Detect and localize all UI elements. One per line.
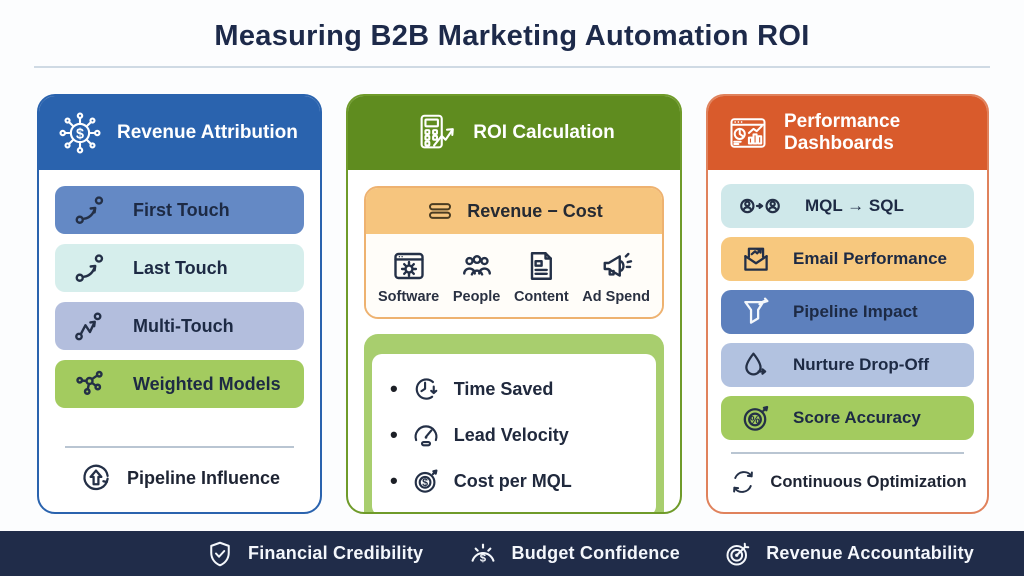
list-item-nurture-drop-off: Nurture Drop-Off bbox=[721, 343, 974, 387]
bullet-icon: • bbox=[390, 376, 398, 401]
column-performance-dashboards: Performance Dashboards bbox=[706, 94, 989, 514]
lead-handoff-icon bbox=[739, 190, 785, 222]
efficiency-metrics-box: • Time Saved • bbox=[364, 334, 664, 512]
bar-item-label: Revenue Accountability bbox=[766, 543, 974, 563]
bar-item-label: Financial Credibility bbox=[248, 543, 424, 563]
revenue-attribution-body: First Touch Last Touch bbox=[39, 170, 320, 512]
list-item-score-accuracy: % Score Accuracy bbox=[721, 396, 974, 440]
list-item-label: Nurture Drop-Off bbox=[793, 355, 929, 374]
droplet-arrow-icon bbox=[739, 348, 773, 382]
dollar-network-icon: $ bbox=[57, 110, 103, 156]
column-revenue-attribution: $ Revenue Attribution bbox=[37, 94, 322, 514]
shield-check-icon bbox=[205, 539, 235, 569]
gauge-dollar-icon: $ bbox=[467, 538, 499, 570]
cost-item-label: Software bbox=[378, 289, 440, 305]
cost-item-software: Software bbox=[378, 248, 439, 305]
list-item-weighted-models: Weighted Models bbox=[55, 360, 304, 408]
people-icon bbox=[459, 248, 495, 284]
speedometer-icon bbox=[410, 419, 442, 451]
list-item-last-touch: Last Touch bbox=[55, 244, 304, 292]
roi-calculation-body: Revenue − Cost bbox=[348, 170, 680, 512]
cost-item-people: People bbox=[452, 248, 501, 305]
list-item-label: Multi-Touch bbox=[133, 315, 234, 336]
efficiency-metrics-card: • Time Saved • bbox=[372, 354, 656, 512]
list-item-multi-touch: Multi-Touch bbox=[55, 302, 304, 350]
roi-calculation-header: ROI Calculation bbox=[348, 96, 680, 170]
email-chart-icon bbox=[739, 242, 773, 276]
divider bbox=[731, 452, 964, 454]
multi-touch-path-icon bbox=[73, 308, 109, 344]
refresh-cycle-icon bbox=[728, 467, 758, 497]
bar-item-label: Budget Confidence bbox=[511, 543, 680, 563]
equals-icon bbox=[425, 196, 455, 226]
list-item-label: First Touch bbox=[133, 199, 230, 220]
metric-lead-velocity: • Lead Velocity bbox=[390, 419, 638, 451]
list-item-label: Weighted Models bbox=[133, 373, 281, 394]
bottom-bar: Financial Credibility $ Budget Confidenc… bbox=[0, 531, 1024, 576]
dashboard-window-icon bbox=[726, 111, 770, 155]
revenue-attribution-header: $ Revenue Attribution bbox=[39, 96, 320, 170]
list-item-label: Last Touch bbox=[133, 257, 228, 278]
divider bbox=[65, 446, 294, 448]
metric-label: Cost per MQL bbox=[453, 470, 572, 491]
funnel-icon bbox=[739, 295, 773, 329]
list-item-first-touch: First Touch bbox=[55, 186, 304, 234]
pipeline-influence-item: Pipeline Influence bbox=[55, 448, 304, 500]
first-touch-path-icon bbox=[73, 192, 109, 228]
last-touch-path-icon bbox=[73, 250, 109, 286]
clock-arrow-icon bbox=[410, 373, 442, 405]
svg-text:$: $ bbox=[76, 126, 84, 142]
target-arrow-icon bbox=[723, 539, 753, 569]
list-item-label: Email Performance bbox=[793, 249, 948, 268]
footer-item-label: Continuous Optimization bbox=[770, 472, 967, 491]
revenue-minus-cost-box: Revenue − Cost bbox=[364, 186, 664, 319]
software-window-gear-icon bbox=[391, 248, 427, 284]
list-item-label: MQL → SQL bbox=[805, 196, 904, 215]
cost-item-label: Content bbox=[513, 289, 569, 305]
revenue-minus-cost-band: Revenue − Cost bbox=[366, 188, 662, 234]
cost-item-content: Content bbox=[514, 248, 569, 305]
header-label: Revenue Attribution bbox=[117, 122, 298, 144]
column-roi-calculation: ROI Calculation Revenue − Cost bbox=[346, 94, 682, 514]
cost-item-ad-spend: Ad Spend bbox=[582, 248, 650, 305]
cost-item-label: Ad Spend bbox=[582, 289, 650, 305]
svg-text:%: % bbox=[750, 414, 760, 426]
formula-label: Revenue − Cost bbox=[467, 200, 603, 221]
metric-label: Lead Velocity bbox=[453, 424, 569, 445]
bullet-icon: • bbox=[390, 422, 398, 447]
arrow-up-circle-icon bbox=[79, 461, 113, 495]
performance-dashboards-header: Performance Dashboards bbox=[708, 96, 987, 170]
header-label: ROI Calculation bbox=[473, 122, 615, 144]
cost-items-row: Software People bbox=[366, 234, 662, 317]
metric-label: Time Saved bbox=[453, 378, 554, 399]
bullet-icon: • bbox=[390, 468, 398, 493]
metric-cost-per-mql: • $ Cost per MQL bbox=[390, 465, 638, 497]
title-divider bbox=[34, 66, 990, 68]
calculator-growth-icon bbox=[413, 110, 459, 156]
svg-text:$: $ bbox=[422, 477, 428, 489]
cost-item-label: People bbox=[452, 289, 501, 305]
continuous-optimization-item: Continuous Optimization bbox=[721, 454, 974, 502]
financial-credibility-item: Financial Credibility bbox=[205, 539, 423, 569]
list-item-label: Score Accuracy bbox=[793, 408, 921, 427]
list-item-label: Pipeline Impact bbox=[793, 302, 918, 321]
list-item-pipeline-impact: Pipeline Impact bbox=[721, 290, 974, 334]
document-icon bbox=[523, 248, 559, 284]
svg-text:$: $ bbox=[479, 552, 486, 564]
revenue-accountability-item: Revenue Accountability bbox=[723, 539, 974, 569]
columns-container: $ Revenue Attribution bbox=[37, 94, 993, 514]
metric-time-saved: • Time Saved bbox=[390, 373, 638, 405]
megaphone-icon bbox=[598, 248, 634, 284]
footer-item-label: Pipeline Influence bbox=[126, 467, 281, 488]
network-nodes-icon bbox=[73, 366, 109, 402]
page-title: Measuring B2B Marketing Automation ROI bbox=[214, 20, 810, 52]
target-percent-icon: % bbox=[739, 401, 773, 435]
list-item-email-performance: Email Performance bbox=[721, 237, 974, 281]
header-label: Performance Dashboards bbox=[784, 111, 901, 154]
performance-dashboards-body: MQL → SQL Email Performance bbox=[708, 170, 987, 512]
budget-confidence-item: $ Budget Confidence bbox=[467, 538, 680, 570]
list-item-mql-sql: MQL → SQL bbox=[721, 184, 974, 228]
target-dollar-icon: $ bbox=[410, 465, 442, 497]
